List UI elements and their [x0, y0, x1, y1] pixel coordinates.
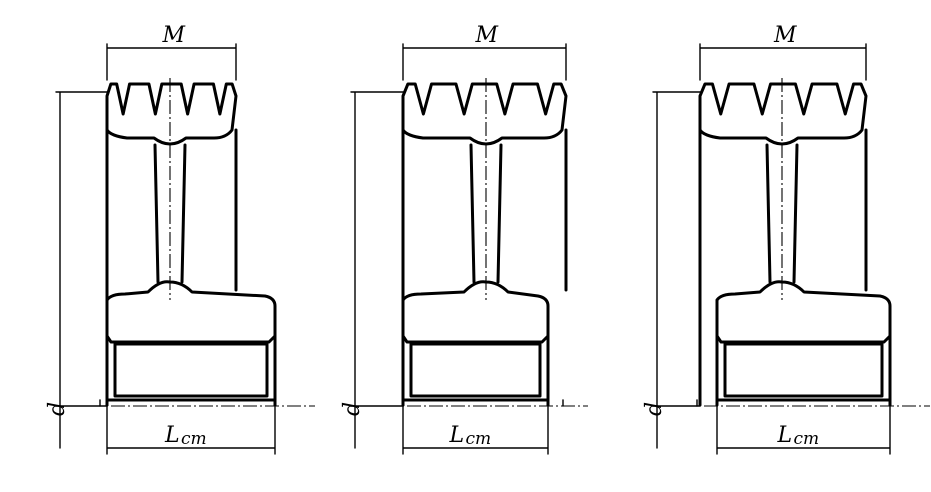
- hub-section: [715, 280, 892, 344]
- width-label: M: [475, 23, 499, 48]
- rim-section: [105, 82, 238, 146]
- rim-section: [698, 82, 868, 146]
- diameter-label: d: [642, 402, 667, 416]
- hub-section: [105, 280, 277, 344]
- hub-length-dimension: [402, 405, 549, 455]
- rim-side-lines: [105, 128, 238, 407]
- web-outline: [153, 143, 187, 284]
- hub-length-dimension: [716, 405, 891, 455]
- hub-length-sublabel: cm: [794, 429, 820, 449]
- hub-outline: [715, 334, 892, 407]
- hub-length-sublabel: cm: [466, 429, 492, 449]
- width-dimension: [106, 43, 237, 81]
- diameter-dimension: [55, 91, 108, 449]
- rim-side-lines: [401, 128, 568, 407]
- width-label: M: [162, 23, 186, 48]
- hub-length-dimension: [106, 405, 276, 455]
- diameter-label: d: [340, 402, 365, 416]
- hub-length-label: L: [164, 423, 180, 448]
- rim-side-lines: [698, 128, 868, 407]
- width-label: M: [773, 23, 797, 48]
- hub-length-sublabel: cm: [181, 429, 207, 449]
- hub-length-label: L: [449, 423, 465, 448]
- rim-section: [401, 82, 568, 146]
- diameter-dimension: [350, 91, 404, 449]
- hub-section: [401, 280, 550, 344]
- web-outline: [469, 143, 503, 284]
- hub-length-label: L: [777, 423, 793, 448]
- hub-outline: [401, 334, 550, 407]
- hub-outline: [105, 334, 277, 407]
- diameter-dimension: [652, 91, 701, 449]
- web-outline: [765, 143, 799, 284]
- diameter-label: d: [45, 402, 70, 416]
- bore-outline: [409, 342, 542, 398]
- width-dimension: [402, 43, 567, 81]
- bore-outline: [723, 342, 884, 398]
- width-dimension: [699, 43, 867, 81]
- bore-outline: [113, 342, 269, 398]
